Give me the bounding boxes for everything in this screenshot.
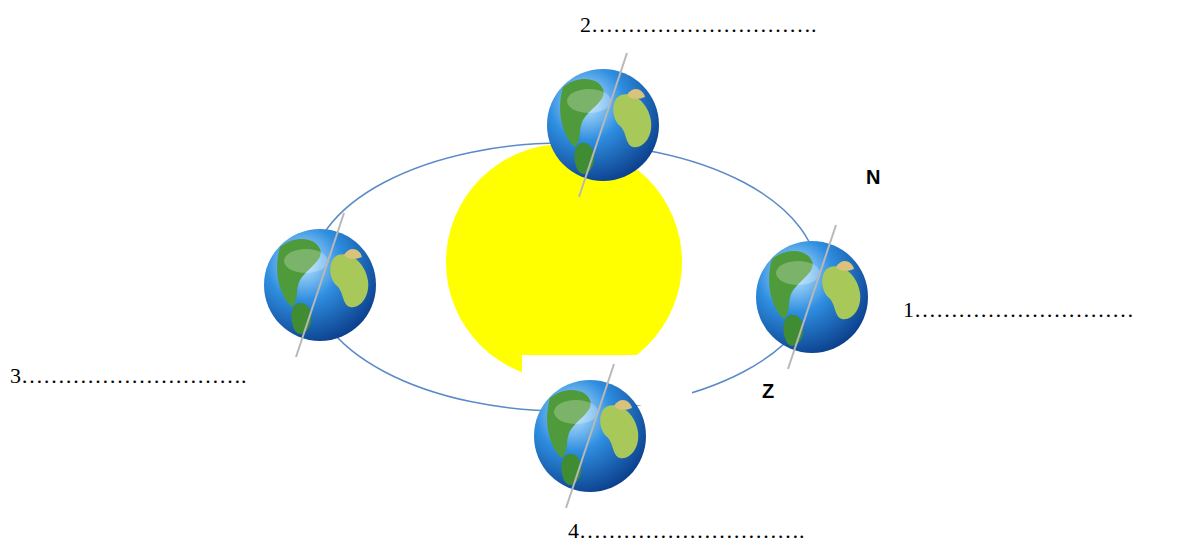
earth (547, 53, 659, 197)
sun (446, 144, 682, 380)
pole-label: N (866, 166, 880, 189)
orbit (310, 143, 818, 411)
earth (756, 225, 868, 369)
callout-number: 2…………………………. (580, 12, 817, 38)
pole-label: Z (762, 380, 774, 403)
callout-number: 3…………………………. (10, 363, 247, 389)
earth (534, 364, 646, 508)
earth (264, 213, 376, 357)
callout-number: 4…………………………. (568, 518, 805, 544)
callout-number: 1………………………… (903, 297, 1134, 323)
